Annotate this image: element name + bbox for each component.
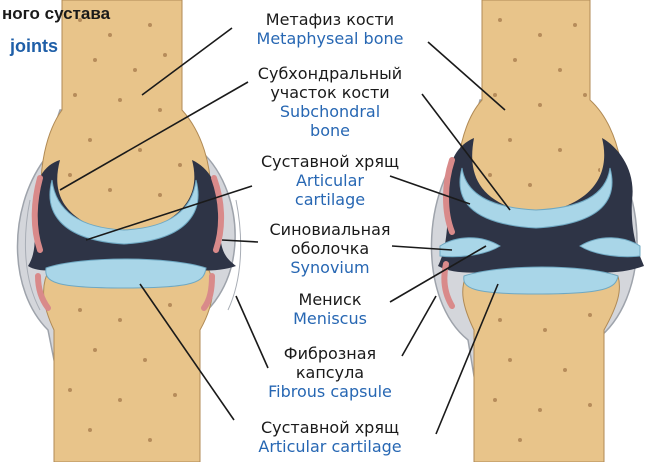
label-capsule-ru-1: Фиброзная <box>220 344 440 363</box>
label-articular-bottom-ru: Суставной хрящ <box>220 418 440 437</box>
label-meniscus-ru: Мениск <box>220 290 440 309</box>
right-lower-cartilage <box>464 267 618 294</box>
label-subchondral-en-1: Subchondral <box>220 102 440 121</box>
label-articular-en-2: cartilage <box>220 190 440 209</box>
label-fibrous-capsule: Фиброзная капсула Fibrous capsule <box>220 344 440 401</box>
label-capsule-ru-2: капсула <box>220 363 440 382</box>
label-subchondral-ru-2: участок кости <box>220 83 440 102</box>
label-synovium-ru-2: оболочка <box>220 239 440 258</box>
label-metaphyseal-en: Metaphyseal bone <box>220 29 440 48</box>
label-synovium: Синовиальная оболочка Synovium <box>220 220 440 277</box>
label-articular-en-1: Articular <box>220 171 440 190</box>
left-lower-cartilage <box>46 259 206 288</box>
left-joint <box>17 0 240 462</box>
right-joint <box>431 0 644 462</box>
label-capsule-en: Fibrous capsule <box>220 382 440 401</box>
label-subchondral-en-2: bone <box>220 121 440 140</box>
label-articular-cartilage: Суставной хрящ Articular cartilage <box>220 152 440 209</box>
label-subchondral-bone: Субхондральный участок кости Subchondral… <box>220 64 440 140</box>
label-meniscus-en: Meniscus <box>220 309 440 328</box>
right-lower-bone <box>463 269 620 462</box>
label-metaphyseal-bone: Метафиз кости Metaphyseal bone <box>220 10 440 48</box>
label-synovium-ru-1: Синовиальная <box>220 220 440 239</box>
label-meniscus: Мениск Meniscus <box>220 290 440 328</box>
label-metaphyseal-ru: Метафиз кости <box>220 10 440 29</box>
figure-title-en: joints <box>10 36 58 57</box>
figure-title-ru: ного сустава <box>2 4 110 24</box>
label-articular-cartilage-bottom: Суставной хрящ Articular cartilage <box>220 418 440 456</box>
label-subchondral-ru-1: Субхондральный <box>220 64 440 83</box>
left-lower-bone <box>44 261 213 462</box>
label-synovium-en: Synovium <box>220 258 440 277</box>
label-articular-ru: Суставной хрящ <box>220 152 440 171</box>
label-articular-bottom-en: Articular cartilage <box>220 437 440 456</box>
